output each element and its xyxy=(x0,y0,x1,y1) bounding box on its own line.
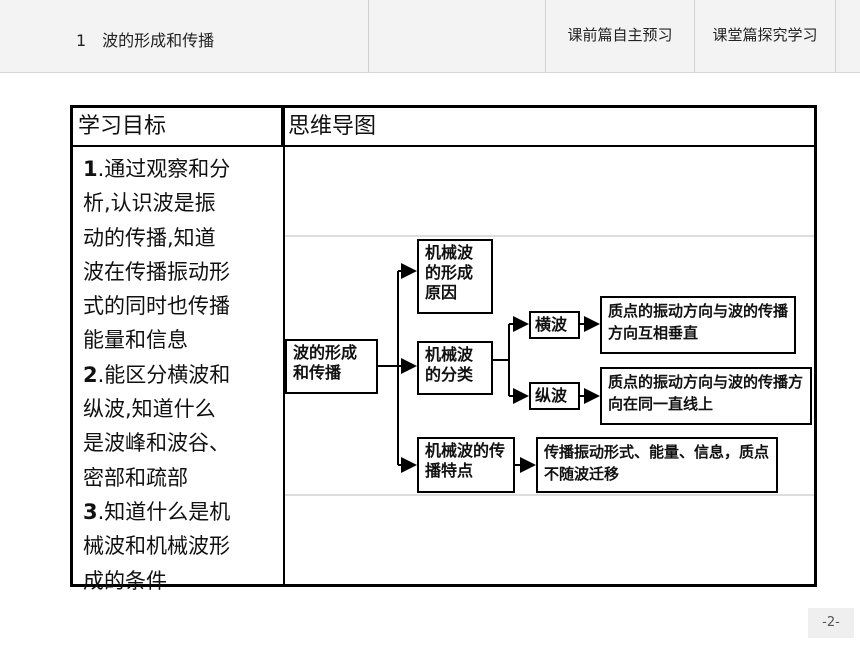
goal-line: 式的同时也传播 xyxy=(83,294,230,319)
goal-line: 动的传播,知道 xyxy=(83,225,216,250)
top-bar: 1 波的形成和传播 课前篇自主预习 课堂篇探究学习 xyxy=(0,0,860,73)
divider xyxy=(694,0,695,73)
tab-preview[interactable]: 课前篇自主预习 xyxy=(567,26,673,44)
mindmap-root: 波的形成和传播 xyxy=(285,339,378,394)
tab-explore[interactable]: 课堂篇探究学习 xyxy=(712,26,818,44)
divider xyxy=(368,0,369,73)
mindmap-cause: 机械波的形成原因 xyxy=(417,239,493,314)
goal-line: 3.知道什么是机 xyxy=(83,499,231,524)
divider xyxy=(545,0,546,73)
mindmap-features-desc: 传播振动形式、能量、信息，质点不随波迁移 xyxy=(536,437,778,493)
goal-line: 纵波,知道什么 xyxy=(83,397,216,422)
header-goals: 学习目标 xyxy=(73,108,283,147)
learning-goals: 1.通过观察和分 析,认识波是振 动的传播,知道 波在传播振动形 式的同时也传播… xyxy=(83,152,281,598)
goal-line: 密部和疏部 xyxy=(83,465,188,490)
mindmap-transverse-desc: 质点的振动方向与波的传播方向互相垂直 xyxy=(600,296,796,354)
column-divider xyxy=(283,108,285,584)
mindmap-transverse: 横波 xyxy=(529,311,580,339)
mindmap-connectors xyxy=(285,235,814,496)
mindmap-classes: 机械波的分类 xyxy=(417,341,493,395)
divider xyxy=(835,0,836,73)
goal-line: 械波和机械波形 xyxy=(83,534,230,559)
lesson-title: 1 波的形成和传播 xyxy=(76,31,215,50)
header-mindmap: 思维导图 xyxy=(283,108,814,147)
goal-line: 析,认识波是振 xyxy=(83,191,216,216)
goal-line: 能量和信息 xyxy=(83,328,188,353)
goal-line: 成的条件 xyxy=(83,568,167,593)
goal-line: 是波峰和波谷、 xyxy=(83,431,230,456)
goals-mindmap-table: 学习目标 思维导图 1.通过观察和分 析,认识波是振 动的传播,知道 波在传播振… xyxy=(70,105,817,593)
mindmap-longitudinal-desc: 质点的振动方向与波的传播方向在同一直线上 xyxy=(600,367,812,425)
goal-line: 1.通过观察和分 xyxy=(83,157,231,181)
page-number: -2- xyxy=(808,608,854,638)
goal-line: 波在传播振动形 xyxy=(83,259,230,284)
mindmap-longitudinal: 纵波 xyxy=(529,382,580,410)
goal-line: 2.能区分横波和 xyxy=(83,362,231,387)
mindmap-features: 机械波的传播特点 xyxy=(417,437,515,493)
